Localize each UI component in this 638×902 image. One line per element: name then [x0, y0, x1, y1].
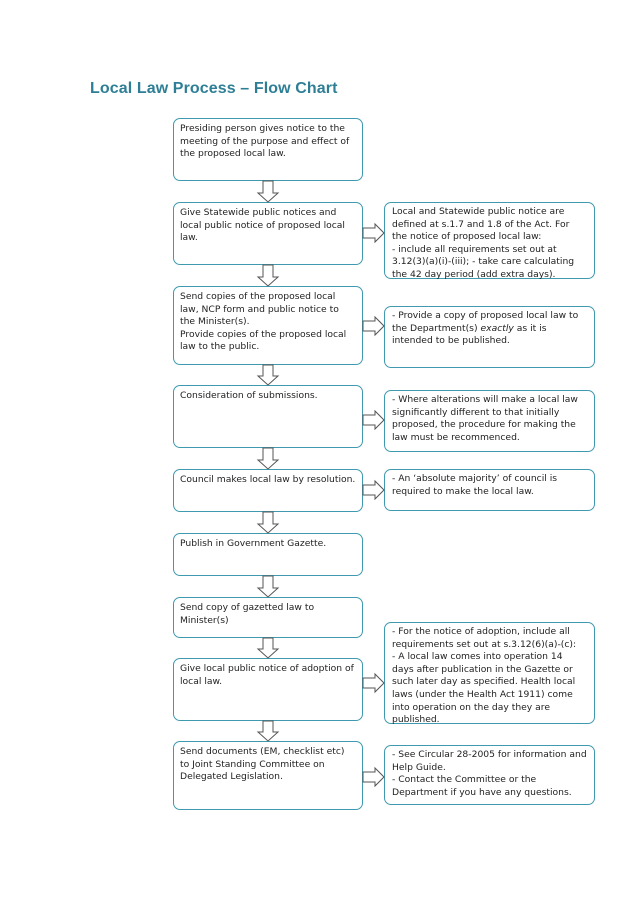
- step-send-documents: Send documents (EM, checklist etc) to Jo…: [173, 741, 363, 810]
- note-text: Local and Statewide public notice are de…: [392, 206, 575, 280]
- step-publish-gazette: Publish in Government Gazette.: [173, 533, 363, 576]
- note-adoption: - For the notice of adoption, include al…: [384, 622, 595, 726]
- step-text: Give Statewide public notices and local …: [180, 207, 345, 244]
- step-public-notices: Give Statewide public notices and local …: [173, 202, 363, 265]
- note-text-post: as it is intended to be published.: [392, 322, 547, 347]
- right-arrows: [362, 222, 385, 788]
- right-arrow: [362, 766, 385, 788]
- down-arrow: [256, 180, 280, 203]
- down-arrow: [256, 575, 280, 598]
- step-consideration: Consideration of submissions.: [173, 385, 363, 448]
- note-alterations: - Where alterations will make a local la…: [384, 390, 595, 452]
- step-text: Publish in Government Gazette.: [180, 538, 327, 549]
- down-arrow: [256, 364, 280, 386]
- note-text: - An ‘absolute majority’ of council is r…: [392, 473, 558, 497]
- step-text: Send documents (EM, checklist etc) to Jo…: [180, 746, 345, 783]
- step-send-copies: Send copies of the proposed local law, N…: [173, 286, 363, 365]
- note-text: - For the notice of adoption, include al…: [392, 626, 577, 726]
- step-send-gazetted-law: Send copy of gazetted law to Minister(s): [173, 597, 363, 638]
- right-arrow: [362, 315, 385, 337]
- note-text: - See Circular 28-2005 for information a…: [392, 749, 587, 798]
- right-arrow: [362, 409, 385, 431]
- step-text: Send copy of gazetted law to Minister(s): [180, 602, 315, 626]
- note-text-emphasis: exactly: [480, 322, 514, 334]
- note-text: - Provide a copy of proposed local law t…: [392, 310, 587, 348]
- down-arrow: [256, 720, 280, 742]
- down-arrows: [256, 180, 280, 742]
- note-absolute-majority: - An ‘absolute majority’ of council is r…: [384, 469, 595, 511]
- step-text: Council makes local law by resolution.: [180, 474, 356, 485]
- down-arrow: [256, 264, 280, 287]
- down-arrow: [256, 637, 280, 659]
- step-notice-adoption: Give local public notice of adoption of …: [173, 658, 363, 721]
- step-text: Give local public notice of adoption of …: [180, 663, 354, 687]
- right-arrow: [362, 222, 385, 244]
- note-statewide-notice: Local and Statewide public notice are de…: [384, 202, 595, 280]
- note-text-pre: - Provide a copy of proposed local law t…: [392, 310, 579, 334]
- step-text: Consideration of submissions.: [180, 390, 318, 401]
- down-arrow: [256, 511, 280, 534]
- note-text: - Where alterations will make a local la…: [392, 394, 578, 443]
- step-text: Presiding person gives notice to the mee…: [180, 123, 350, 160]
- step-notice-meeting: Presiding person gives notice to the mee…: [173, 118, 363, 181]
- right-arrow: [362, 672, 385, 694]
- note-circular: - See Circular 28-2005 for information a…: [384, 745, 595, 805]
- step-text: Send copies of the proposed local law, N…: [180, 291, 347, 353]
- down-arrow: [256, 447, 280, 470]
- note-provide-copy: - Provide a copy of proposed local law t…: [384, 306, 595, 368]
- right-arrow: [362, 479, 385, 501]
- page-title: Local Law Process – Flow Chart: [90, 80, 338, 97]
